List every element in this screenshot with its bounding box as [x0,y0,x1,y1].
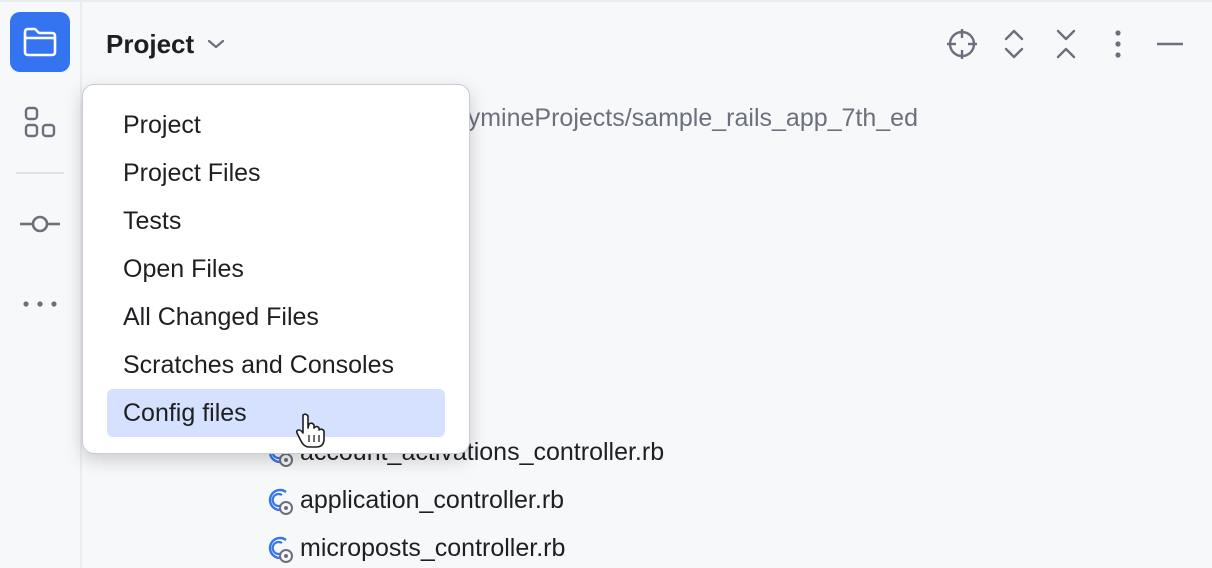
file-name: microposts_controller.rb [300,533,566,562]
hide-button[interactable] [1150,24,1190,64]
tree-file-row[interactable]: application_controller.rb [262,480,564,520]
commit-icon [20,215,60,233]
tree-file-row[interactable]: microposts_controller.rb [262,528,565,568]
menu-item-all-changed-files[interactable]: All Changed Files [123,302,319,331]
collapse-all-button[interactable] [1046,24,1086,64]
ruby-controller-icon [268,536,293,563]
menu-item-project[interactable]: Project [123,110,201,139]
locate-icon [947,29,977,59]
menu-item-scratches-and-consoles[interactable]: Scratches and Consoles [123,350,394,379]
menu-item-tests[interactable]: Tests [123,206,182,235]
file-name: application_controller.rb [300,485,565,514]
project-root-path: ~/RubymineProjects/sample_rails_app_7th_… [400,103,918,132]
folder-icon [23,27,57,57]
chevron-down-icon [206,38,226,50]
collapse-all-icon [1056,29,1076,59]
locate-button[interactable] [942,24,982,64]
menu-item-open-files[interactable]: Open Files [123,254,244,283]
options-button[interactable] [1098,24,1138,64]
more-horizontal-icon [23,301,57,307]
expand-all-icon [1004,29,1024,59]
tool-window-title: Project [106,28,195,59]
top-border [0,0,1212,2]
ruby-controller-icon [268,488,293,515]
more-tools-button[interactable] [10,274,70,334]
project-tool-button[interactable] [10,12,70,72]
view-selector[interactable]: Project [106,26,226,62]
structure-icon [24,106,56,138]
menu-item-project-files[interactable]: Project Files [123,158,261,187]
hand-cursor-icon [295,413,325,448]
tool-window-strip [0,2,82,568]
view-selector-popup: Project Project Files Tests Open Files A… [82,84,470,454]
hide-icon [1157,42,1183,46]
commit-tool-button[interactable] [10,194,70,254]
more-vertical-icon [1115,30,1121,58]
expand-all-button[interactable] [994,24,1034,64]
structure-tool-button[interactable] [10,92,70,152]
strip-separator [16,172,64,174]
menu-item-config-files[interactable]: Config files [107,389,445,437]
